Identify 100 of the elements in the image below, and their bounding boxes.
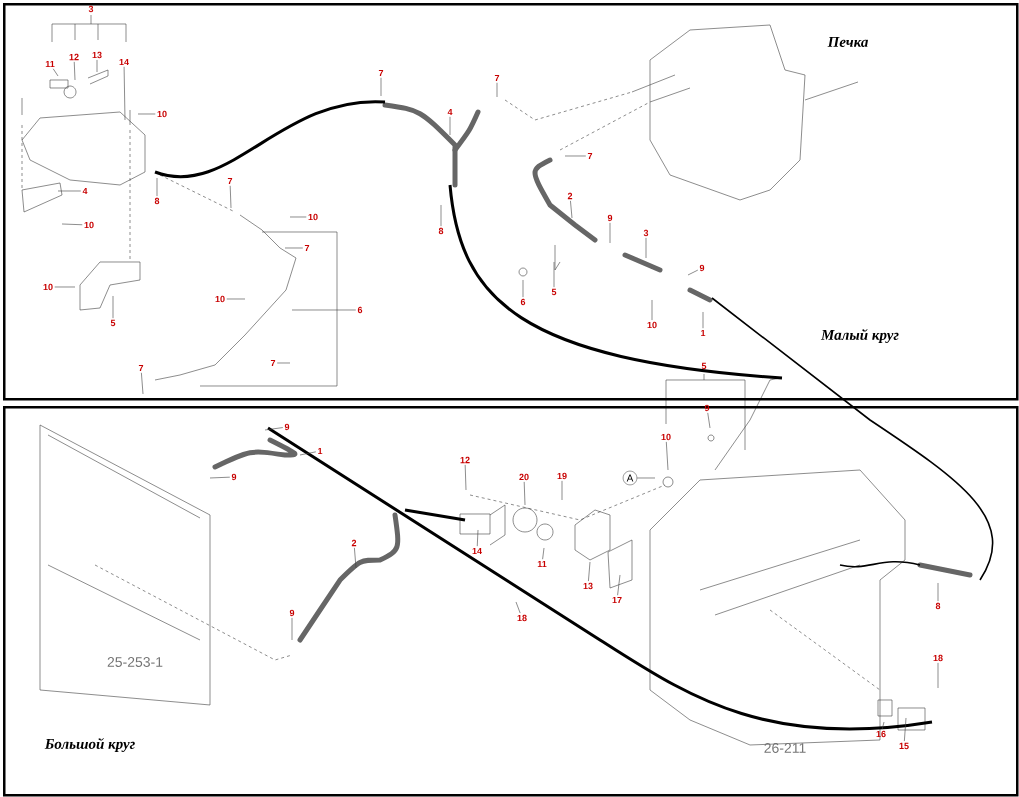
callout-number: 4 [447,108,453,116]
leader-line [588,561,591,582]
callout-number: 18 [933,654,943,662]
leader-line [496,82,498,98]
callout-number: 18 [517,614,527,622]
leader-line [229,185,232,209]
callout-number: 8 [935,602,941,610]
callout-number: 7 [304,244,310,252]
callout-number: 10 [43,283,53,291]
leader-line [209,476,231,479]
circled-letter: A [622,470,638,486]
leader-line [617,574,621,596]
leader-line [284,247,304,249]
leader-line [73,61,76,81]
callout-number: 6 [357,306,363,314]
leader-line [553,261,555,288]
leader-line [289,216,307,218]
leader-line [156,177,158,197]
callout-number: 11 [45,60,55,68]
callout-number: 7 [494,74,500,82]
leader-line [515,601,521,614]
callout-number: 6 [520,298,526,306]
callout-number: 14 [119,58,129,66]
callout-number: 11 [537,560,547,568]
callout-number: 9 [284,423,290,431]
callout-number: 7 [587,152,593,160]
callout-number: 8 [154,197,160,205]
leader-line [561,480,563,501]
leader-line [52,68,59,77]
leader-line [937,662,939,689]
callout-number: 19 [557,472,567,480]
callout-number: 1 [701,329,706,337]
leader-line [137,113,156,115]
leader-line [645,237,647,259]
leader-line [226,298,246,300]
leader-line [564,155,587,157]
callout-number: 8 [438,227,444,235]
leader-line [523,481,526,506]
callout-number: 2 [351,539,357,547]
leader-line [291,617,293,641]
leader-line [123,66,126,121]
leader-line [937,582,939,602]
callout-number: 3 [643,229,649,237]
callout-number: 16 [876,730,886,738]
callout-number: 15 [899,742,909,750]
leader-line [380,77,382,97]
leader-line [264,427,284,431]
callout-number: 5 [551,288,557,296]
callout-number: 7 [378,69,384,77]
leader-line [54,286,76,288]
callout-number: 2 [567,192,573,200]
leader-line [112,295,114,319]
leader-line [570,200,573,219]
callout-number: 13 [583,582,593,590]
callout-number: 17 [612,596,622,604]
callout-number: 5 [110,319,116,327]
callout-number: 12 [69,53,79,61]
leader-line [522,279,524,298]
leader-line [449,116,451,136]
callout-number: 9 [231,473,237,481]
leader-line [651,299,653,321]
leader-line [666,441,669,471]
leader-line [609,222,611,244]
leader-line [707,412,711,429]
callout-number: 3 [88,5,94,13]
leader-line [687,269,699,276]
callout-number: 10 [84,221,94,229]
callout-number: 9 [699,264,705,272]
leader-line [636,477,656,479]
drawing-number: 26-211 [764,743,806,753]
leader-line [61,223,83,226]
callout-number: 10 [647,321,657,329]
leader-line [354,547,357,569]
leader-line [96,59,98,73]
leader-line [476,529,479,547]
leader-line [57,190,82,192]
callout-number: 4 [82,187,88,195]
callout-number: 9 [607,214,613,222]
callout-number: 10 [308,213,318,221]
callout-number: 7 [270,359,276,367]
callout-number: 9 [704,404,710,412]
leader-line [276,362,291,364]
leader-line [464,464,467,491]
callout-number: 10 [157,110,167,118]
leader-line [881,721,885,730]
callout-number: 7 [227,177,233,185]
leader-line [904,717,907,742]
callout-number: 7 [138,364,144,372]
callout-number: 12 [460,456,470,464]
leader-line [291,309,357,311]
callout-number: 20 [519,473,529,481]
callout-number: 10 [215,295,225,303]
callout-number: 5 [701,362,707,370]
callout-number: 13 [92,51,102,59]
callout-number: 1 [318,447,323,455]
callout-number: 14 [472,547,482,555]
leader-line [299,451,317,456]
leader-line [440,204,442,227]
leader-line [141,372,144,395]
leader-line [702,311,704,329]
